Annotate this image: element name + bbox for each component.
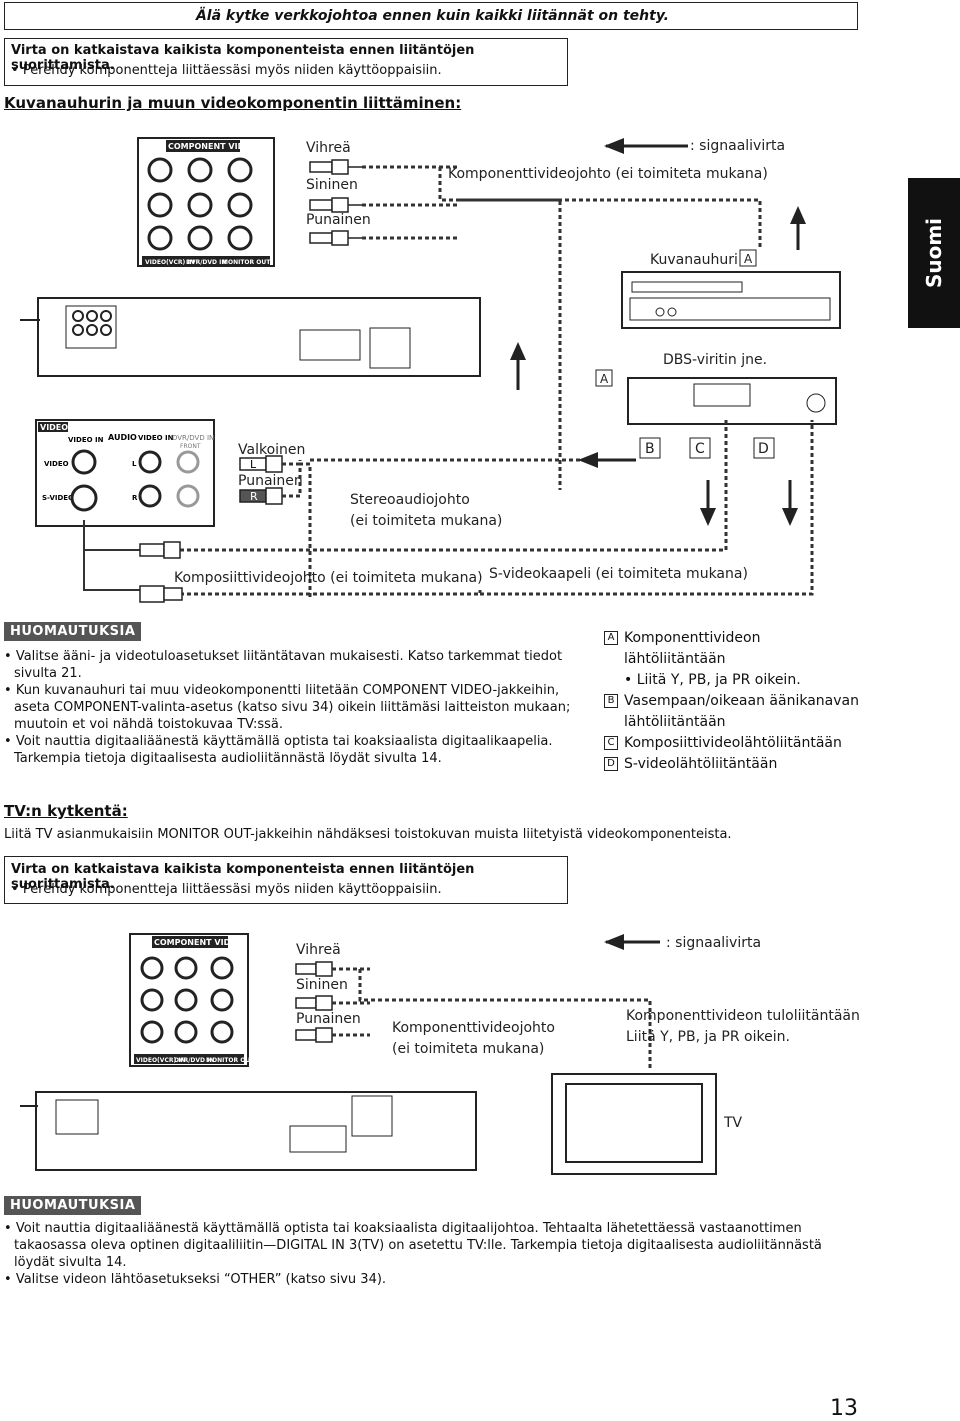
legend-a-line1: Komponenttivideon [624,630,761,646]
jack-label-vcr: VIDEO(VCR) IN [145,259,195,266]
top-warning-text: Älä kytke verkkojohtoa ennen kuin kaikki… [195,8,669,24]
side-tab-label: Suomi [922,217,947,289]
manual-line: Perehdy komponentteja liittäessäsi myös … [11,63,442,78]
panel-front: FRONT [180,443,201,450]
legend-a-marker: A [604,631,618,645]
power-off-box-2: Virta on katkaistava kaikista komponente… [4,856,568,904]
legend-c-marker: C [604,736,618,750]
notes2-list: Voit nauttia digitaaliäänestä käyttämäll… [4,1220,824,1288]
label-red-2b: Punainen [296,1011,361,1027]
label-cable-2-2: (ei toimiteta mukana) [392,1041,544,1057]
side-tab: Suomi [908,178,960,328]
section2-text: Liitä TV asianmukaisiin MONITOR OUT-jakk… [4,827,732,842]
tv-device [551,1073,717,1175]
page-number: 13 [830,1396,858,1421]
panel-r-label: R [132,494,138,502]
notes1-item: Valitse ääni- ja videotuloasetukset liit… [4,648,576,682]
jack-label-dvr: DVR/DVD IN [186,259,226,266]
label-stereo-cable-2: (ei toimiteta mukana) [350,513,502,529]
label-dbs: DBS-viritin jne. [663,352,767,368]
label-green-2: Vihreä [296,942,341,958]
panel-l-label: L [132,460,137,468]
label-green: Vihreä [306,140,351,156]
label-signal-2: : signaalivirta [666,935,761,951]
section2-title: TV:n kytkentä: [4,802,128,820]
label-blue-2: Sininen [296,977,348,993]
panel-svideo-jack-label: S-VIDEO [42,494,74,502]
front-panel-1: VIDEO VIDEO IN AUDIO VIDEO IN DVR/DVD IN… [35,419,215,527]
label-signal: : signaalivirta [690,138,785,154]
marker-b: B [645,441,655,457]
notes1-header: HUOMAUTUKSIA [4,622,142,641]
label-svideo-cable: S-videokaapeli (ei toimiteta mukana) [489,566,748,582]
notes1-item: Kun kuvanauhuri tai muu videokomponentti… [4,682,576,733]
label-stereo-cable-1: Stereoaudiojohto [350,492,470,508]
label-blue: Sininen [306,177,358,193]
top-warning-box: Älä kytke verkkojohtoa ennen kuin kaikki… [4,2,858,30]
panel-audio-video-in: VIDEO IN [138,434,174,442]
label-tv: TV [723,1115,743,1131]
notes1-list: Valitse ääni- ja videotuloasetukset liit… [4,648,576,767]
label-cable-2-1: Komponenttivideojohto [392,1020,555,1036]
legend-d-line: S-videolähtöliitäntään [624,756,778,772]
label-input-sub-2: Liitä Y, PB, ja PR oikein. [626,1029,790,1045]
manual-line-2: Perehdy komponentteja liittäessäsi myös … [11,882,442,897]
component-video-label-2: COMPONENT VIDEO [154,938,243,947]
diagram-1: COMPONENT VIDEO VIDEO(VCR) IN DVR/DVD IN… [20,137,841,603]
component-video-label: COMPONENT VIDEO [168,142,257,151]
legend-d-marker: D [604,757,618,771]
label-red-2: Punainen [238,473,303,489]
legend-b-line2: lähtöliitäntään [624,714,726,730]
vcr-marker: A [744,252,753,266]
legend1: A Komponenttivideon lähtöliitäntään Liitä… [604,628,874,775]
label-vcr: Kuvanauhuri [650,252,738,268]
label-component-cable: Komponenttivideojohto (ei toimiteta muka… [448,166,768,182]
component-video-panel-2: COMPONENT VIDEO VIDEO(VCR) IN DVR/DVD IN… [129,933,255,1067]
notes2-item: Valitse videon lähtöasetukseksi “OTHER” … [4,1271,824,1288]
label-red: Punainen [306,212,371,228]
plug-l: L [250,458,257,471]
power-off-box-1: Virta on katkaistava kaikista komponente… [4,38,568,86]
receiver-rear-panel-2 [20,1091,477,1171]
panel-dvr-dvd-in: DVR/DVD IN [172,434,214,442]
diagram-2: COMPONENT VIDEO VIDEO(VCR) IN DVR/DVD IN… [20,933,860,1175]
plug-r: R [250,490,258,503]
section1-title: Kuvanauhurin ja muun videokomponentin li… [4,94,462,112]
legend-c-line: Komposiittivideolähtöliitäntään [624,735,842,751]
panel-video-in: VIDEO IN [68,436,104,444]
legend-b-marker: B [604,694,618,708]
jack-label-vcr-2: VIDEO(VCR) IN [136,1057,186,1064]
legend-a-line2: lähtöliitäntään [624,651,726,667]
jack-label-dvr-2: DVR/DVD IN [174,1057,214,1064]
label-input-2: Komponenttivideon tuloliitäntään [626,1008,860,1024]
notes2-item: Voit nauttia digitaaliäänestä käyttämäll… [4,1220,824,1271]
dbs-device [627,377,837,425]
jack-label-monitor-2: MONITOR OUT [206,1057,255,1064]
label-composite-cable: Komposiittivideojohto (ei toimiteta muka… [174,570,483,586]
legend-a-sub: Liitä Y, PB, ja PR oikein. [624,670,874,691]
panel-audio: AUDIO [108,433,137,442]
panel-video-jack-label: VIDEO [44,460,69,468]
notes2-header: HUOMAUTUKSIA [4,1196,142,1215]
component-video-panel: COMPONENT VIDEO VIDEO(VCR) IN DVR/DVD IN… [137,137,275,267]
marker-c: C [695,441,705,457]
jack-label-monitor: MONITOR OUT [222,259,271,266]
notes1-item: Voit nauttia digitaaliäänestä käyttämäll… [4,733,576,767]
panel-video-label: VIDEO [40,423,68,432]
label-white: Valkoinen [238,442,305,458]
receiver-rear-panel-1 [20,297,481,377]
marker-d: D [758,441,769,457]
dbs-marker: A [600,372,609,386]
legend-b-line1: Vasempaan/oikeaan äänikanavan [624,693,859,709]
vcr-device [621,271,841,329]
